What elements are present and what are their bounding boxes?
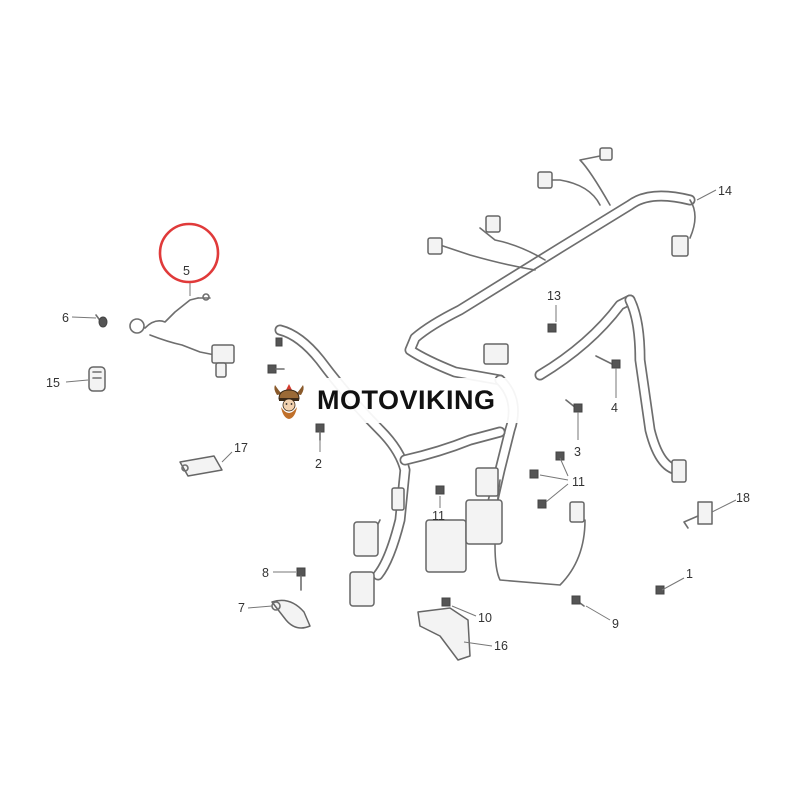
part-2-bolt xyxy=(315,423,325,441)
callout-10: 10 xyxy=(478,611,492,625)
callout-11-right: 11 xyxy=(572,475,585,489)
callout-8: 8 xyxy=(262,566,269,580)
callout-9: 9 xyxy=(612,617,619,631)
callout-1: 1 xyxy=(686,567,693,581)
part-9-bolt xyxy=(571,595,585,607)
part-3-bolt xyxy=(565,399,583,413)
part-6-clip xyxy=(95,314,108,328)
part-16-cover xyxy=(417,607,471,661)
callout-7: 7 xyxy=(238,601,245,615)
callout-5: 5 xyxy=(183,264,190,278)
part-10-bolt xyxy=(441,597,451,607)
callout-18: 18 xyxy=(736,491,750,505)
callout-3: 3 xyxy=(574,445,581,459)
harness-bolts xyxy=(267,337,285,374)
part-8-bolt xyxy=(296,567,306,591)
callout-16: 16 xyxy=(494,639,508,653)
callout-17: 17 xyxy=(234,441,248,455)
harness-connectors xyxy=(349,147,689,607)
part-1-nut xyxy=(655,585,665,595)
part-13-nut xyxy=(547,323,557,333)
callout-13: 13 xyxy=(547,289,561,303)
branch-wires xyxy=(369,154,696,586)
part-17-bracket xyxy=(179,455,223,477)
callout-4: 4 xyxy=(611,401,618,415)
part-11-nuts xyxy=(435,451,565,509)
viking-helmet-logo-icon xyxy=(274,383,304,419)
callout-6: 6 xyxy=(62,311,69,325)
part-4-bolt xyxy=(595,355,621,369)
part-5-sensor xyxy=(129,293,235,378)
callout-labels: 1 2 3 4 5 6 7 8 9 10 11 11 13 14 15 16 1… xyxy=(46,184,750,653)
callout-14: 14 xyxy=(718,184,732,198)
part-7-clamp xyxy=(271,599,311,629)
callout-2: 2 xyxy=(315,457,322,471)
leader-lines xyxy=(65,189,737,647)
part-18-bracket xyxy=(683,501,713,529)
brand-name: MOTOVIKING xyxy=(317,385,496,415)
brand-banner: MOTOVIKING xyxy=(261,378,535,423)
callout-15: 15 xyxy=(46,376,60,390)
part-15-grommet xyxy=(88,366,106,392)
highlight-circle xyxy=(158,222,220,284)
callout-11-left: 11 xyxy=(432,509,445,523)
